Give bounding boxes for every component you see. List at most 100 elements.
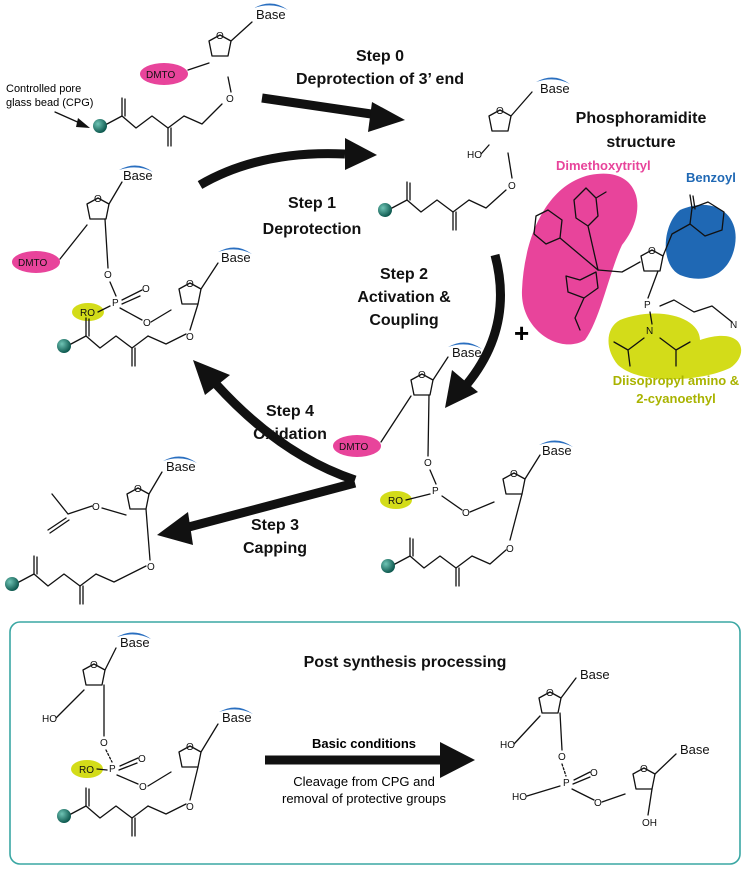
step3-arrow [183, 478, 357, 533]
svg-text:Base: Base [580, 667, 610, 682]
cyanoethyl-highlight-post [71, 760, 103, 778]
molecule-post-after: Base HO O P O HO O Base OH [500, 667, 710, 829]
step2-title: Step 2 [380, 266, 428, 283]
step0-title: Step 0 [356, 48, 404, 65]
svg-text:O: O [100, 738, 108, 749]
svg-text:O: O [508, 181, 516, 192]
svg-text:O: O [506, 544, 514, 555]
svg-text:HO: HO [512, 792, 527, 803]
step3-arrowhead [157, 512, 193, 545]
diisopropyl-label-2: 2-cyanoethyl [636, 391, 715, 406]
molecule-left: Base DMTO O P O RO O Base O [12, 165, 252, 367]
dmt-highlight-left [12, 251, 60, 273]
svg-text:O: O [92, 502, 100, 513]
dimethoxytrityl-highlight [521, 173, 638, 345]
svg-text:RO: RO [80, 308, 95, 319]
svg-text:OH: OH [642, 818, 657, 829]
benzoyl-label: Benzoyl [686, 170, 736, 185]
svg-text:P: P [644, 300, 651, 311]
step4-title: Step 4 [266, 403, 314, 420]
step1-subtitle: Deprotection [263, 221, 362, 238]
svg-text:HO: HO [500, 740, 515, 751]
post-synthesis-title: Post synthesis processing [304, 654, 507, 671]
svg-text:Base: Base [680, 742, 710, 757]
svg-text:Base: Base [256, 7, 286, 22]
step3-title: Step 3 [251, 517, 299, 534]
svg-text:O: O [462, 508, 470, 519]
molecule-capped: Base O O [4, 456, 197, 605]
svg-text:O: O [590, 768, 598, 779]
svg-text:Base: Base [452, 345, 482, 360]
basic-conditions-arrowhead [440, 742, 475, 778]
step2-subtitle-2: Coupling [369, 312, 438, 329]
cpg-label-line2: glass bead (CPG) [6, 97, 93, 109]
cleavage-label-2: removal of protective groups [282, 791, 447, 806]
molecule-step0: Base HO O [377, 77, 570, 231]
svg-text:O: O [558, 752, 566, 763]
plus-sign: + [514, 318, 529, 348]
svg-text:HO: HO [467, 150, 482, 161]
step1-arrow [197, 149, 346, 189]
svg-text:O: O [424, 458, 432, 469]
svg-text:O: O [147, 562, 155, 573]
svg-text:P: P [109, 764, 116, 775]
svg-text:N: N [730, 320, 737, 331]
cpg-pointer-head [76, 118, 90, 128]
step0-arrowhead [368, 102, 405, 132]
svg-text:RO: RO [79, 765, 94, 776]
svg-text:O: O [594, 798, 602, 809]
svg-text:Base: Base [222, 710, 252, 725]
svg-text:Base: Base [542, 443, 572, 458]
benzoyl-highlight [665, 204, 736, 279]
step4-subtitle: Oxidation [253, 426, 327, 443]
svg-text:O: O [143, 318, 151, 329]
step4-arrow [211, 379, 357, 485]
svg-text:O: O [139, 782, 147, 793]
step2-arrowhead [445, 370, 478, 408]
step1-arrowhead [345, 138, 377, 170]
step1-title: Step 1 [288, 195, 336, 212]
svg-text:P: P [112, 298, 119, 309]
phosphoramidite: Phosphoramidite structure Dimethoxytrity… [521, 110, 742, 406]
svg-text:DMTO: DMTO [339, 442, 368, 453]
diisopropyl-highlight [608, 313, 742, 380]
cleavage-label-1: Cleavage from CPG and [293, 774, 435, 789]
svg-text:Base: Base [166, 459, 196, 474]
svg-text:O: O [186, 332, 194, 343]
svg-text:O: O [142, 284, 150, 295]
molecule-start: Base DMTO O [92, 3, 288, 147]
svg-text:O: O [186, 802, 194, 813]
step2-arrow [458, 253, 505, 393]
step3-subtitle: Capping [243, 540, 307, 557]
cycle-arrows [157, 93, 505, 545]
svg-text:HO: HO [42, 714, 57, 725]
svg-text:Base: Base [221, 250, 251, 265]
dmt-highlight-coupled [333, 435, 381, 457]
svg-text:Base: Base [123, 168, 153, 183]
cyanoethyl-highlight-coupled [380, 491, 412, 509]
svg-text:DMTO: DMTO [146, 70, 175, 81]
svg-text:O: O [104, 270, 112, 281]
svg-text:O: O [138, 754, 146, 765]
step0-subtitle: Deprotection of 3’ end [296, 71, 464, 88]
svg-text:O: O [226, 94, 234, 105]
dmt-highlight [140, 63, 188, 85]
svg-text:P: P [432, 486, 439, 497]
svg-text:DMTO: DMTO [18, 258, 47, 269]
cyanoethyl-highlight-left [72, 303, 104, 321]
dimethoxytrityl-label: Dimethoxytrityl [556, 158, 651, 173]
basic-conditions-label: Basic conditions [312, 736, 416, 751]
step0-arrow [261, 93, 379, 120]
post-synthesis-box [9, 621, 741, 865]
phosphoramidite-title-1: Phosphoramidite [576, 110, 707, 127]
phosphoramidite-title-2: structure [606, 134, 675, 151]
molecule-coupled: Base DMTO O P RO O Base O [333, 342, 573, 587]
step2-subtitle-1: Activation & [357, 289, 451, 306]
cpg-label-line1: Controlled pore [6, 83, 81, 95]
svg-text:Base: Base [540, 81, 570, 96]
step4-arrowhead [193, 360, 230, 395]
svg-text:Base: Base [120, 635, 150, 650]
molecule-post-before: Base HO O P O RO O Base O [42, 632, 253, 837]
svg-text:RO: RO [388, 496, 403, 507]
